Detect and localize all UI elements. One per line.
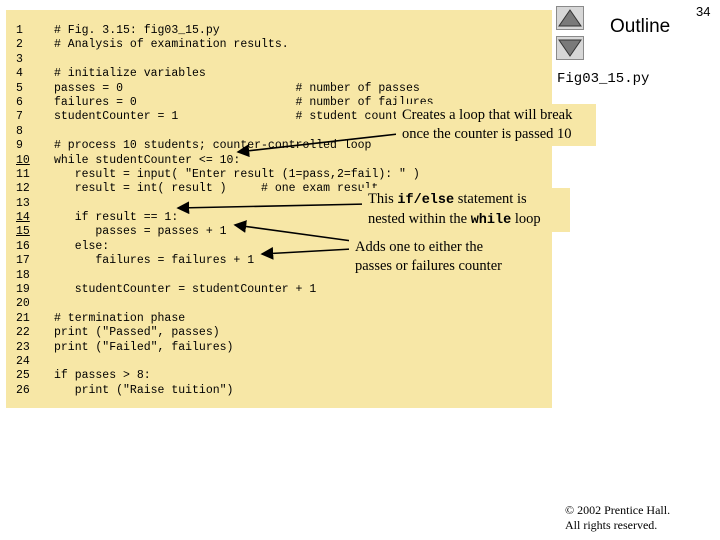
code-line: 5 passes = 0 # number of passes — [16, 82, 434, 96]
line-number: 24 — [16, 354, 30, 368]
copyright-line1: © 2002 Prentice Hall. — [565, 503, 671, 517]
figure-name: Fig03_15.py — [557, 71, 650, 87]
line-number: 19 — [16, 283, 30, 297]
code-line: 1 # Fig. 3.15: fig03_15.py — [16, 24, 434, 38]
adds-arrow-failures — [260, 246, 353, 260]
code-text: # Fig. 3.15: fig03_15.py — [54, 24, 220, 37]
code-line: 19 studentCounter = studentCounter + 1 — [16, 283, 434, 297]
callout-ifelse-code2: while — [470, 213, 512, 228]
code-text: print ("Failed", failures) — [54, 340, 234, 354]
callout-ifelse-text1: This — [368, 191, 398, 207]
callout-adds: Adds one to either the passes or failure… — [349, 236, 527, 278]
loop-arrow — [236, 133, 399, 158]
code-text: # termination phase — [54, 311, 186, 325]
line-number: 12 — [16, 182, 30, 196]
code-line: 24 — [16, 355, 434, 369]
line-number: 23 — [16, 340, 30, 354]
callout-ifelse: This if/else statement is nested within … — [362, 188, 570, 232]
code-line: 21 # termination phase — [16, 312, 434, 326]
code-text: print ("Raise tuition") — [54, 383, 234, 397]
code-text: # initialize variables — [54, 67, 206, 81]
code-text: failures = 0 # number of failures — [54, 95, 434, 109]
code-line: 9 # process 10 students; counter-controll… — [16, 139, 434, 153]
line-number: 15 — [16, 225, 30, 239]
next-slide-button[interactable] — [556, 36, 584, 60]
code-text: result = input( "Enter result (1=pass,2=… — [54, 167, 420, 181]
line-number: 2 — [16, 38, 23, 52]
triangle-up-icon — [558, 9, 582, 27]
code-text: studentCounter = 1 # student counter — [54, 110, 413, 124]
code-line: 8 — [16, 125, 434, 139]
line-number: 26 — [16, 383, 30, 397]
copyright-line2: All rights reserved. — [565, 518, 658, 532]
code-line: 14 if result == 1: — [16, 211, 434, 225]
code-line: 4 # initialize variables — [16, 67, 434, 81]
adds-arrow-passes — [233, 220, 353, 242]
code-text: passes = 0 # number of passes — [54, 81, 420, 95]
code-text: else: — [54, 239, 110, 253]
code-line: 2 # Analysis of examination results. — [16, 38, 434, 52]
copyright: © 2002 Prentice Hall. All rights reserve… — [565, 503, 670, 533]
line-number: 8 — [16, 124, 23, 138]
line-number: 18 — [16, 268, 30, 282]
line-number: 13 — [16, 196, 30, 210]
code-line: 16 else: — [16, 240, 434, 254]
line-number: 16 — [16, 239, 30, 253]
callout-ifelse-code1: if/else — [397, 193, 455, 208]
previous-slide-button[interactable] — [556, 6, 584, 30]
code-text: while studentCounter <= 10: — [54, 153, 241, 167]
callout-ifelse-text3: loop — [511, 211, 541, 227]
line-number: 6 — [16, 95, 23, 109]
line-number: 22 — [16, 326, 30, 340]
code-text: failures = failures + 1 — [54, 254, 255, 268]
code-line: 6 failures = 0 # number of failures — [16, 96, 434, 110]
code-text: if result == 1: — [54, 211, 179, 225]
code-line: 23 print ("Failed", failures) — [16, 341, 434, 355]
line-number: 4 — [16, 67, 23, 81]
code-line: 15 passes = passes + 1 — [16, 225, 434, 239]
code-line: 26 print ("Raise tuition") — [16, 384, 434, 398]
line-number: 9 — [16, 139, 23, 153]
code-line: 11 result = input( "Enter result (1=pass… — [16, 168, 434, 182]
code-line: 3 — [16, 53, 434, 67]
code-text: studentCounter = studentCounter + 1 — [54, 283, 317, 297]
line-number: 17 — [16, 254, 30, 268]
line-number: 1 — [16, 24, 23, 37]
code-text: # Analysis of examination results. — [54, 38, 289, 52]
code-line: 7 studentCounter = 1 # student counter — [16, 110, 434, 124]
code-text: print ("Passed", passes) — [54, 326, 220, 340]
code-line: 13 — [16, 197, 434, 211]
page-number: 34 — [696, 4, 711, 19]
line-number: 5 — [16, 81, 23, 95]
line-number: 14 — [16, 211, 30, 225]
code-line: 18 — [16, 269, 434, 283]
code-line: 22 print ("Passed", passes) — [16, 326, 434, 340]
code-text: # process 10 students; counter-controlle… — [54, 139, 372, 153]
line-number: 20 — [16, 297, 30, 311]
line-number: 7 — [16, 110, 23, 124]
code-line: 25 if passes > 8: — [16, 369, 434, 383]
ifelse-arrow — [176, 201, 369, 215]
code-line: 10 while studentCounter <= 10: — [16, 154, 434, 168]
line-number: 10 — [16, 153, 30, 167]
code-line: 20 — [16, 297, 434, 311]
code-line: 17 failures = failures + 1 — [16, 254, 434, 268]
triangle-down-icon — [558, 39, 582, 57]
line-number: 21 — [16, 311, 30, 325]
code-text: passes = passes + 1 — [54, 225, 227, 239]
code-text: if passes > 8: — [54, 369, 151, 383]
line-number: 25 — [16, 369, 30, 383]
callout-loop: Creates a loop that will break once the … — [396, 104, 596, 146]
line-number: 3 — [16, 52, 23, 66]
callout-ifelse-text2: statement is nested within the — [368, 191, 527, 227]
line-number: 11 — [16, 167, 30, 181]
code-listing: 1 # Fig. 3.15: fig03_15.py 2 # Analysis of … — [16, 24, 434, 398]
outline-label: Outline — [610, 16, 671, 37]
